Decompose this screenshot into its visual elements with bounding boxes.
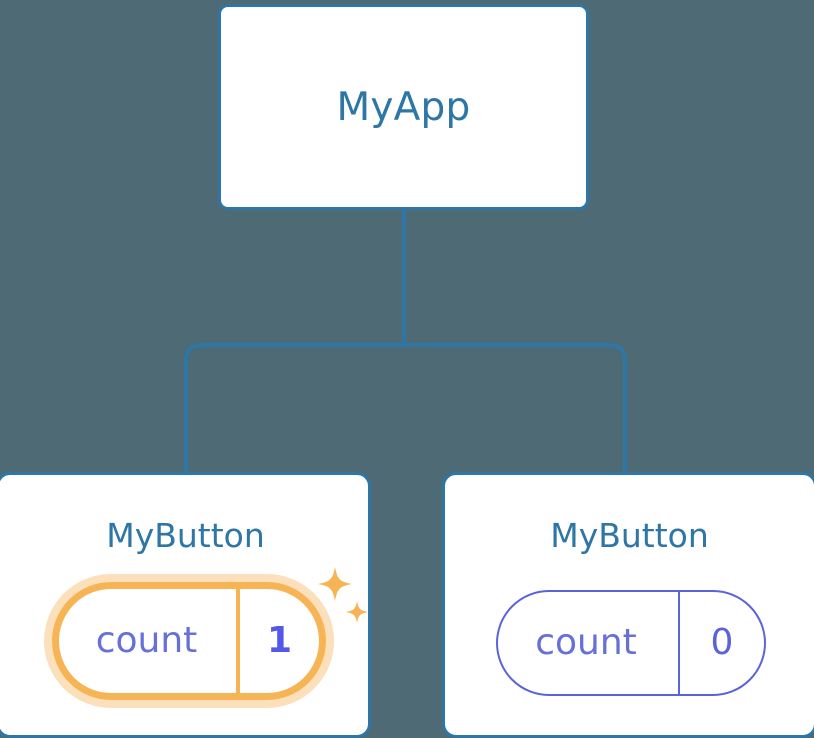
state-pill-label: count bbox=[59, 589, 240, 693]
child-node-mybutton-left[interactable]: MyButton count 1 bbox=[0, 472, 371, 738]
state-pill-label: count bbox=[498, 592, 680, 694]
child-node-title: MyButton bbox=[106, 516, 265, 555]
state-pill-count-highlighted[interactable]: count 1 bbox=[52, 582, 326, 700]
root-node-myapp[interactable]: MyApp bbox=[218, 4, 589, 210]
state-pill-highlight-wrap: count 1 bbox=[44, 574, 334, 708]
state-pill-value: 0 bbox=[710, 622, 734, 663]
state-pill-value: 1 bbox=[266, 620, 293, 661]
connector-branches bbox=[184, 343, 627, 478]
child-node-mybutton-right[interactable]: MyButton count 0 bbox=[442, 472, 814, 738]
state-pill-count[interactable]: count 0 bbox=[496, 590, 766, 696]
root-node-title: MyApp bbox=[336, 84, 471, 130]
sparkle-small-icon bbox=[346, 601, 368, 623]
state-pill-glow bbox=[44, 574, 334, 708]
child-node-title: MyButton bbox=[550, 516, 709, 555]
